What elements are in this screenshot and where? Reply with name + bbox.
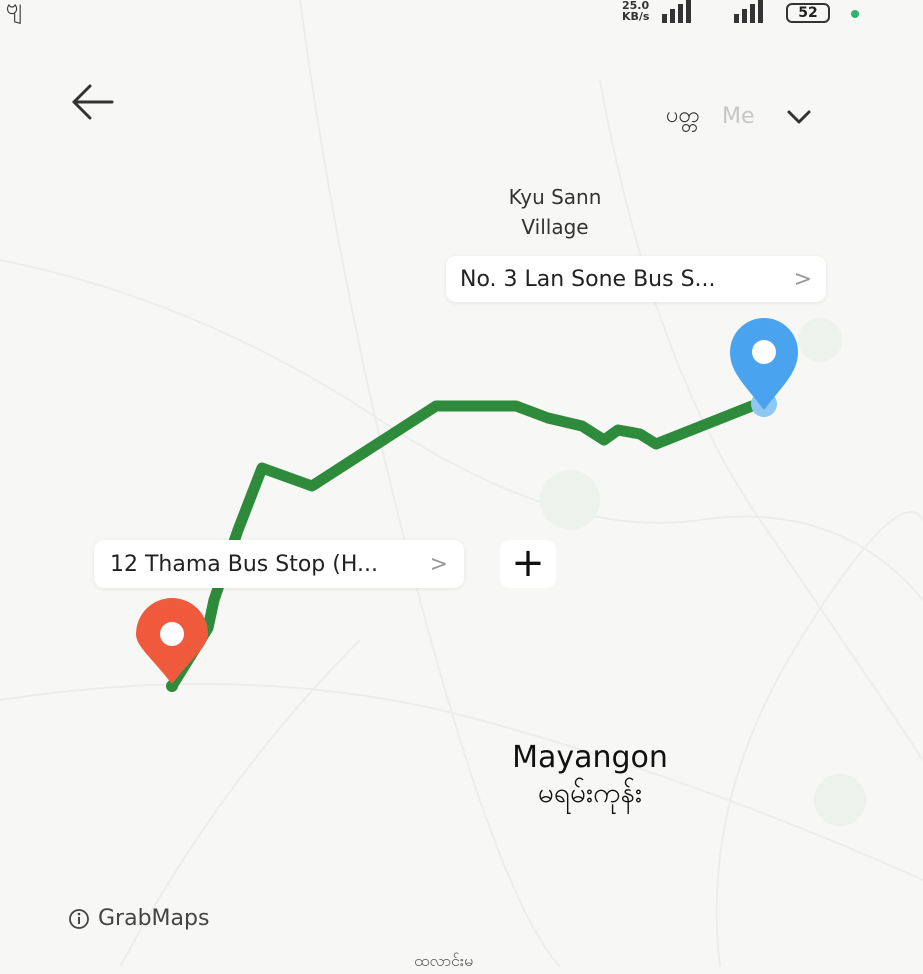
arrow-left-icon [72,84,114,120]
destination-stop-card[interactable]: No. 3 Lan Sone Bus S... > [446,256,826,302]
signal-icons [660,0,774,24]
network-speed: 25.0 KB/s [622,0,656,22]
chevron-right-icon: > [793,266,812,292]
network-speed-value: 25.0 [622,0,650,12]
chevron-down-icon[interactable] [785,107,813,127]
wifi-signal-icon [662,0,691,23]
cellular-signal-icon [734,0,763,23]
village-label: Kyu Sann Village [490,182,620,242]
destination-stop-name: No. 3 Lan Sone Bus S... [460,266,716,292]
area-name-english: Mayangon [512,740,668,775]
language-label: ပတ္တ [666,103,700,128]
attribution-text: GrabMaps [98,906,210,931]
map-attribution[interactable]: GrabMaps [68,906,209,931]
back-button[interactable] [66,80,118,124]
area-name-label: Mayangon မရမ်းကုန်း [490,740,690,810]
area-name-myanmar: မရမ်းကုန်း [537,776,643,809]
origin-pin-icon[interactable] [136,598,208,692]
battery-icon: 52 [786,3,830,23]
status-bar: ဗျ 25.0 KB/s 52 [0,0,923,30]
info-icon [69,908,89,929]
network-speed-unit: KB/s [622,10,650,23]
village-label-line1: Kyu Sann [508,185,602,209]
map-parks [540,318,866,826]
zoom-in-button[interactable]: + [500,540,556,588]
origin-stop-name: 12 Thama Bus Stop (H... [110,551,378,577]
chevron-right-icon: > [429,551,448,577]
partial-map-label: ထလာင်းမ [414,951,474,970]
language-selector[interactable]: ပတ္တ Me [666,100,813,133]
destination-pin-icon[interactable] [730,318,798,417]
me-label: Me [721,104,755,129]
village-label-line2: Village [521,215,589,239]
status-left-text: ဗျ [6,0,23,20]
status-dot [851,10,859,18]
origin-stop-card[interactable]: 12 Thama Bus Stop (H... > [94,540,464,588]
